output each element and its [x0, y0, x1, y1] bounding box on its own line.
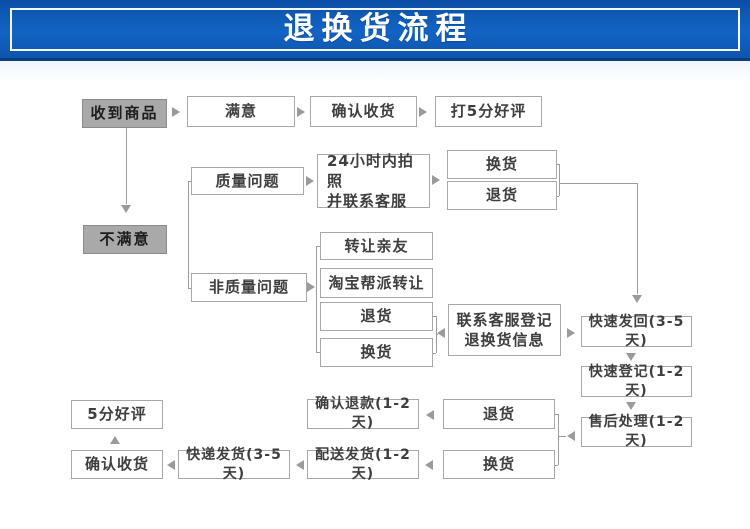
header-fade-strip	[0, 61, 750, 83]
arrow-left-icon	[567, 431, 575, 441]
node-exchange-non-quality: 换货	[320, 338, 433, 367]
node-five-star-rating: 打5分好评	[435, 96, 542, 127]
node-satisfied: 满意	[187, 96, 295, 127]
connector-line	[316, 246, 317, 352]
node-fast-register: 快速登记(1-2天)	[581, 364, 692, 399]
arrow-left-icon	[437, 328, 445, 338]
arrow-right-icon	[419, 107, 427, 117]
connector-line	[559, 164, 560, 196]
node-five-star-review: 5分好评	[71, 400, 163, 429]
node-confirm-receipt-top: 确认收货	[310, 96, 417, 127]
connector-line	[558, 436, 566, 437]
arrow-right-icon	[432, 175, 440, 185]
node-quality-issue: 质量问题	[191, 167, 304, 195]
connector-line	[126, 128, 127, 204]
node-return-non-quality: 退货	[320, 302, 433, 331]
arrow-right-icon	[172, 107, 180, 117]
node-express-delivery: 快递发货(3-5天)	[178, 447, 290, 482]
node-exchange-quality: 换货	[447, 150, 557, 179]
node-confirm-receipt-bottom: 确认收货	[71, 450, 163, 479]
arrow-up-icon	[110, 436, 120, 444]
node-transfer-friends: 转让亲友	[320, 232, 433, 260]
node-fast-send-back: 快速发回(3-5天)	[581, 314, 692, 349]
node-dispatch-delivery: 配送发货(1-2天)	[307, 447, 419, 482]
arrow-right-icon	[307, 282, 315, 292]
connector-line	[637, 183, 638, 294]
node-non-quality-issue: 非质量问题	[191, 273, 307, 302]
connector-line	[188, 288, 192, 289]
arrow-left-icon	[167, 460, 175, 470]
arrow-left-icon	[296, 460, 304, 470]
connector-line	[555, 414, 558, 415]
node-return-quality: 退货	[447, 181, 557, 210]
arrow-right-icon	[306, 176, 314, 186]
node-return-bottom: 退货	[443, 399, 555, 429]
node-taobao-group-transfer: 淘宝帮派转让	[320, 268, 433, 298]
connector-line	[316, 246, 320, 247]
connector-line	[559, 183, 637, 184]
node-exchange-bottom: 换货	[443, 450, 555, 479]
connector-line	[555, 465, 558, 466]
connector-line	[188, 181, 192, 182]
arrow-right-icon	[297, 107, 305, 117]
node-confirm-refund: 确认退款(1-2天)	[307, 396, 419, 431]
arrow-right-icon	[567, 328, 575, 338]
connector-line	[433, 353, 436, 354]
node-received-goods: 收到商品	[82, 99, 167, 128]
header-banner: 退换货流程	[0, 0, 750, 58]
node-photo-contact-24h: 24小时内拍照 并联系客服	[317, 152, 430, 210]
connector-line	[316, 352, 320, 353]
page-title: 退换货流程	[283, 11, 474, 47]
header-border-frame: 退换货流程	[10, 8, 740, 51]
arrow-left-icon	[426, 410, 434, 420]
connector-line	[433, 316, 436, 317]
connector-line	[558, 414, 559, 465]
connector-line	[188, 181, 189, 288]
arrow-down-icon	[121, 205, 131, 213]
node-unsatisfied: 不满意	[83, 225, 167, 254]
connector-line	[557, 164, 559, 165]
arrow-down-icon	[626, 402, 636, 410]
node-contact-service-register: 联系客服登记 退换货信息	[448, 304, 561, 356]
arrow-left-icon	[425, 460, 433, 470]
header-bottom-edge	[0, 58, 750, 61]
node-after-sales-handling: 售后处理(1-2天)	[581, 414, 692, 449]
arrow-down-icon	[626, 353, 636, 361]
arrow-down-icon	[632, 295, 642, 303]
connector-line	[557, 196, 559, 197]
